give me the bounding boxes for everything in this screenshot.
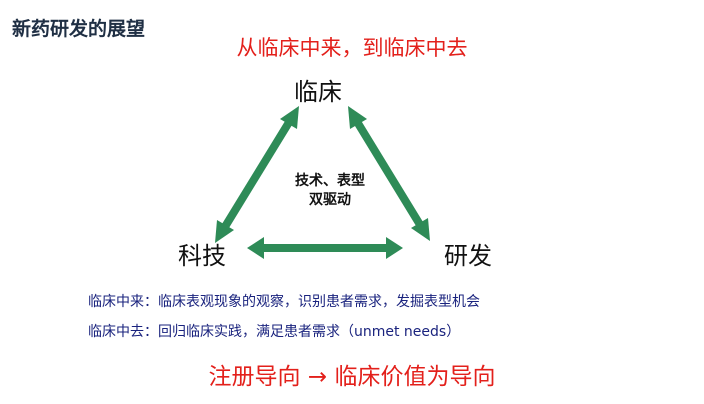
arrow-left-top <box>215 106 299 243</box>
arrow-horizontal <box>247 237 403 259</box>
center-label: 技术、表型 双驱动 <box>260 172 400 210</box>
node-research: 研发 <box>444 242 492 270</box>
arrow-right-top <box>348 106 430 241</box>
footer-statement: 注册导向 → 临床价值为导向 <box>208 364 496 390</box>
node-clinical: 临床 <box>294 78 342 106</box>
center-label-line2: 双驱动 <box>309 192 351 208</box>
center-label-line1: 技术、表型 <box>295 173 365 189</box>
bullet-to-clinic: 临床中去：回归临床实践，满足患者需求（unmet needs） <box>88 324 461 340</box>
slide-subtitle: 从临床中来，到临床中去 <box>236 36 468 60</box>
bullet-from-clinic: 临床中来：临床表观现象的观察，识别患者需求，发掘表型机会 <box>88 294 480 310</box>
slide-title: 新药研发的展望 <box>12 18 146 40</box>
node-technology: 科技 <box>178 242 226 270</box>
